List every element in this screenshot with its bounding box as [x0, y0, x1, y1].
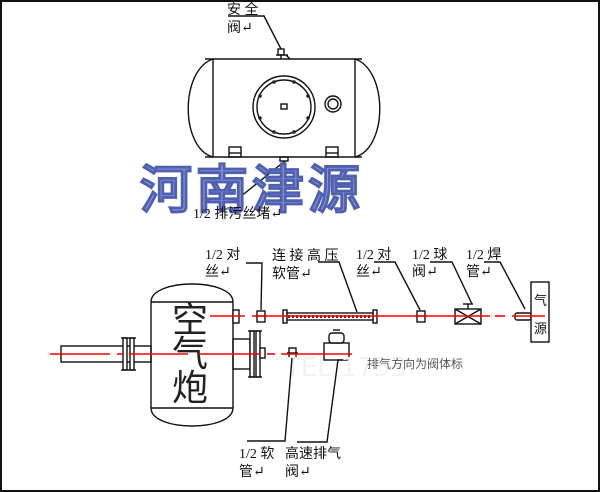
tank-foot-left	[228, 146, 242, 158]
union-right-leader	[374, 261, 421, 311]
union-left-label-1: 1/2 对	[205, 247, 240, 263]
side-port-inner	[327, 98, 339, 110]
exhaust-valve-leader	[297, 359, 339, 443]
exhaust-valve-label-2: 阀↵	[285, 464, 311, 480]
tank-left-head	[187, 58, 214, 158]
vessel-bottom-head	[150, 407, 234, 427]
soft-pipe-label-2: 管↵	[239, 464, 265, 480]
weld-pipe-label-2: 管↵	[466, 264, 492, 280]
air-source-char-2: 源	[534, 321, 547, 336]
manhole-outer	[252, 75, 316, 139]
union-left-label-2: 丝↵	[205, 264, 231, 280]
weld-pipe-leader	[484, 261, 526, 310]
tank-right-head	[354, 58, 381, 158]
weld-pipe-label-1: 1/2 焊	[466, 247, 501, 263]
exhaust-direction-note: 排气方向为阀体标	[367, 356, 463, 371]
soft-pipe-fitting	[287, 347, 298, 359]
exhaust-valve	[323, 329, 350, 361]
ball-valve-label-1: 1/2 球	[412, 247, 447, 263]
safety-valve-label-2: 阀↵	[227, 20, 253, 36]
safety-valve	[276, 48, 291, 60]
ball-valve-leader	[430, 261, 473, 305]
union-right-label-1: 1/2 对	[356, 247, 391, 263]
air-source-char-1: 气	[534, 293, 547, 308]
tank-foot-right	[325, 146, 339, 158]
vessel-label-char-3: 炮	[172, 368, 208, 409]
horizontal-tank	[187, 15, 381, 202]
safety-valve-leader	[228, 15, 282, 50]
drain-plug-leader	[205, 160, 286, 202]
manhole-bolts	[258, 80, 310, 134]
hose-label-1: 连 接 高 压	[272, 247, 339, 264]
hose-label-2: 软管↵	[272, 266, 312, 282]
ball-valve	[454, 303, 482, 325]
manhole-inner	[256, 79, 312, 135]
soft-pipe-label-1: 1/2 软	[239, 446, 274, 462]
hose-leader	[318, 261, 358, 313]
union-right-label-2: 丝↵	[356, 264, 382, 280]
union-left-leader	[246, 262, 263, 311]
vessel-top-head	[150, 283, 234, 303]
outlet-flange	[122, 337, 128, 371]
manhole-center-mark	[280, 103, 288, 110]
soft-pipe-leader	[247, 357, 293, 442]
air-source-box	[530, 281, 550, 343]
vessel-label-char-1: 空	[172, 300, 208, 341]
tel-watermark: TEL:1753	[284, 353, 407, 383]
exhaust-valve-label-1: 高速排气	[285, 445, 341, 462]
safety-valve-label-1: 安 全	[227, 1, 259, 18]
company-watermark: 河南津源	[140, 161, 364, 221]
drain-plug-label: 1/2 排污丝堵↵	[193, 206, 282, 222]
ball-valve-label-2: 阀↵	[412, 264, 438, 280]
side-port-outer	[324, 95, 342, 113]
